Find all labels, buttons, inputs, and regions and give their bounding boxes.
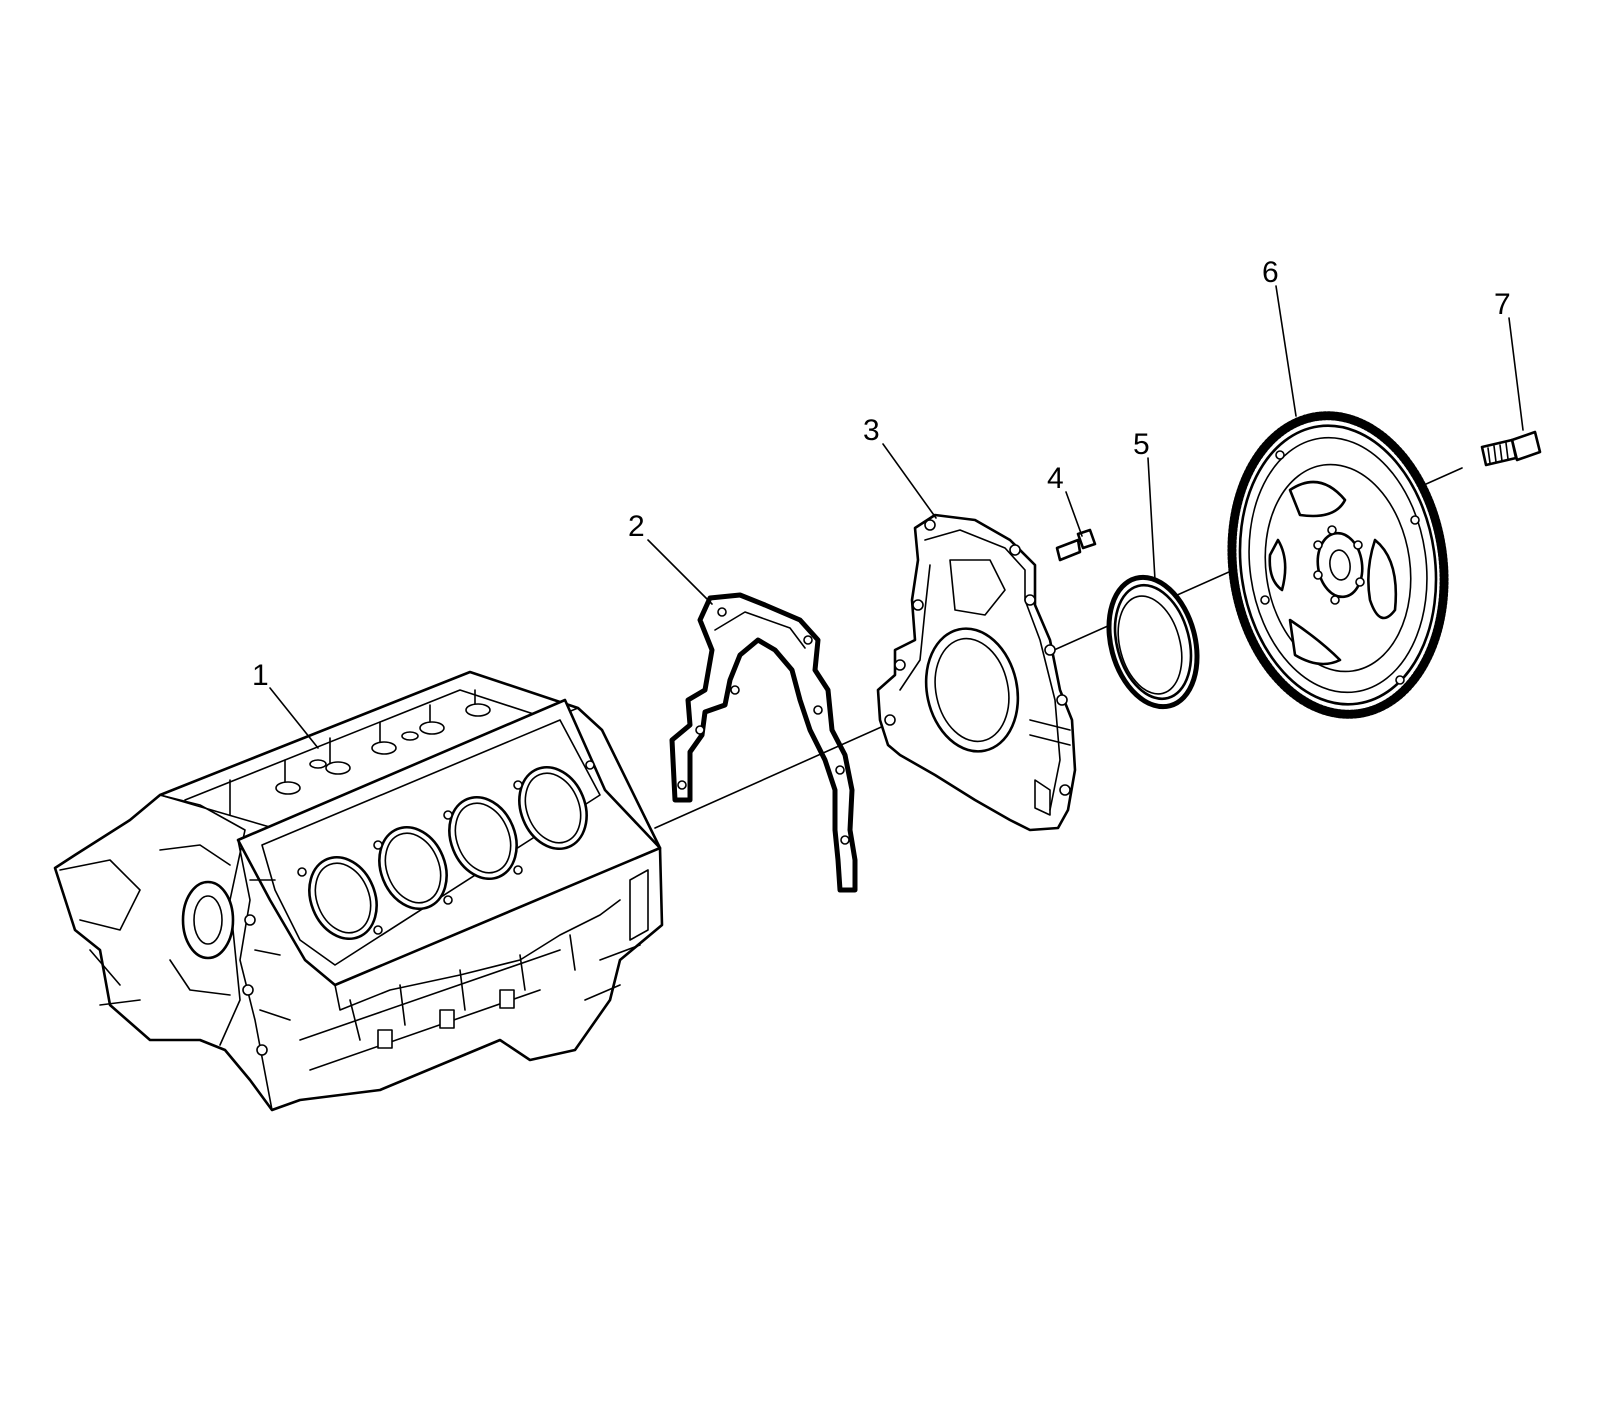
flexplate[interactable] (1213, 402, 1463, 728)
callout-4: 4 (1047, 462, 1064, 495)
rear-cover-gasket[interactable] (669, 592, 858, 893)
callout-2: 2 (628, 510, 645, 543)
callout-6: 6 (1262, 256, 1279, 289)
engine-block[interactable] (53, 670, 664, 1112)
callout-1: 1 (252, 659, 269, 692)
leader-line-3 (882, 443, 937, 519)
callout-5: 5 (1133, 428, 1150, 461)
rear-main-oil-seal[interactable] (1095, 567, 1210, 716)
rear-cover-bolt[interactable] (1055, 528, 1097, 562)
callout-7: 7 (1494, 288, 1511, 321)
callout-3: 3 (863, 414, 880, 447)
leader-line-6 (1275, 285, 1297, 417)
leader-line-7 (1508, 317, 1524, 431)
leader-line-5 (1147, 457, 1156, 581)
rear-cover[interactable] (876, 513, 1077, 832)
leader-line-4 (1065, 491, 1083, 537)
leader-line-2 (647, 539, 713, 605)
flexplate-bolt[interactable] (1480, 430, 1542, 467)
leader-line-1 (269, 687, 319, 749)
